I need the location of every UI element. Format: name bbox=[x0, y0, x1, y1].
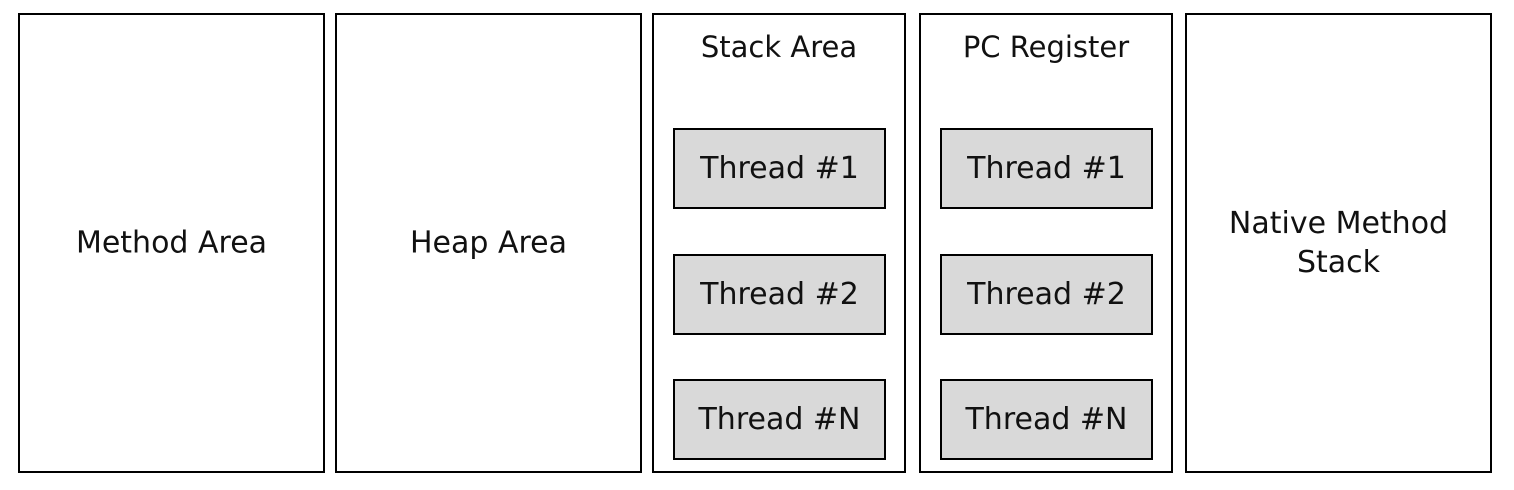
stack-area-title: Stack Area bbox=[700, 30, 858, 64]
stack-thread-2: Thread #2 bbox=[673, 254, 886, 335]
stack-area-box: Stack Area Thread #1 Thread #2 Thread #N bbox=[652, 13, 906, 473]
native-method-stack-line-1: Native Method bbox=[1228, 206, 1449, 241]
heap-area-label: Heap Area bbox=[409, 225, 568, 261]
stack-thread-1: Thread #1 bbox=[673, 128, 886, 209]
method-area-label: Method Area bbox=[75, 225, 268, 261]
stack-thread-n: Thread #N bbox=[673, 379, 886, 460]
heap-area-box: Heap Area bbox=[335, 13, 642, 473]
method-area-box: Method Area bbox=[18, 13, 325, 473]
pc-thread-n: Thread #N bbox=[940, 379, 1153, 460]
pc-thread-1: Thread #1 bbox=[940, 128, 1153, 209]
pc-thread-2: Thread #2 bbox=[940, 254, 1153, 335]
pc-register-box: PC Register Thread #1 Thread #2 Thread #… bbox=[919, 13, 1173, 473]
native-method-stack-label: Native Method Stack bbox=[1187, 204, 1490, 282]
native-method-stack-box: Native Method Stack bbox=[1185, 13, 1492, 473]
native-method-stack-line-2: Stack bbox=[1296, 245, 1381, 280]
pc-register-title: PC Register bbox=[962, 30, 1130, 64]
